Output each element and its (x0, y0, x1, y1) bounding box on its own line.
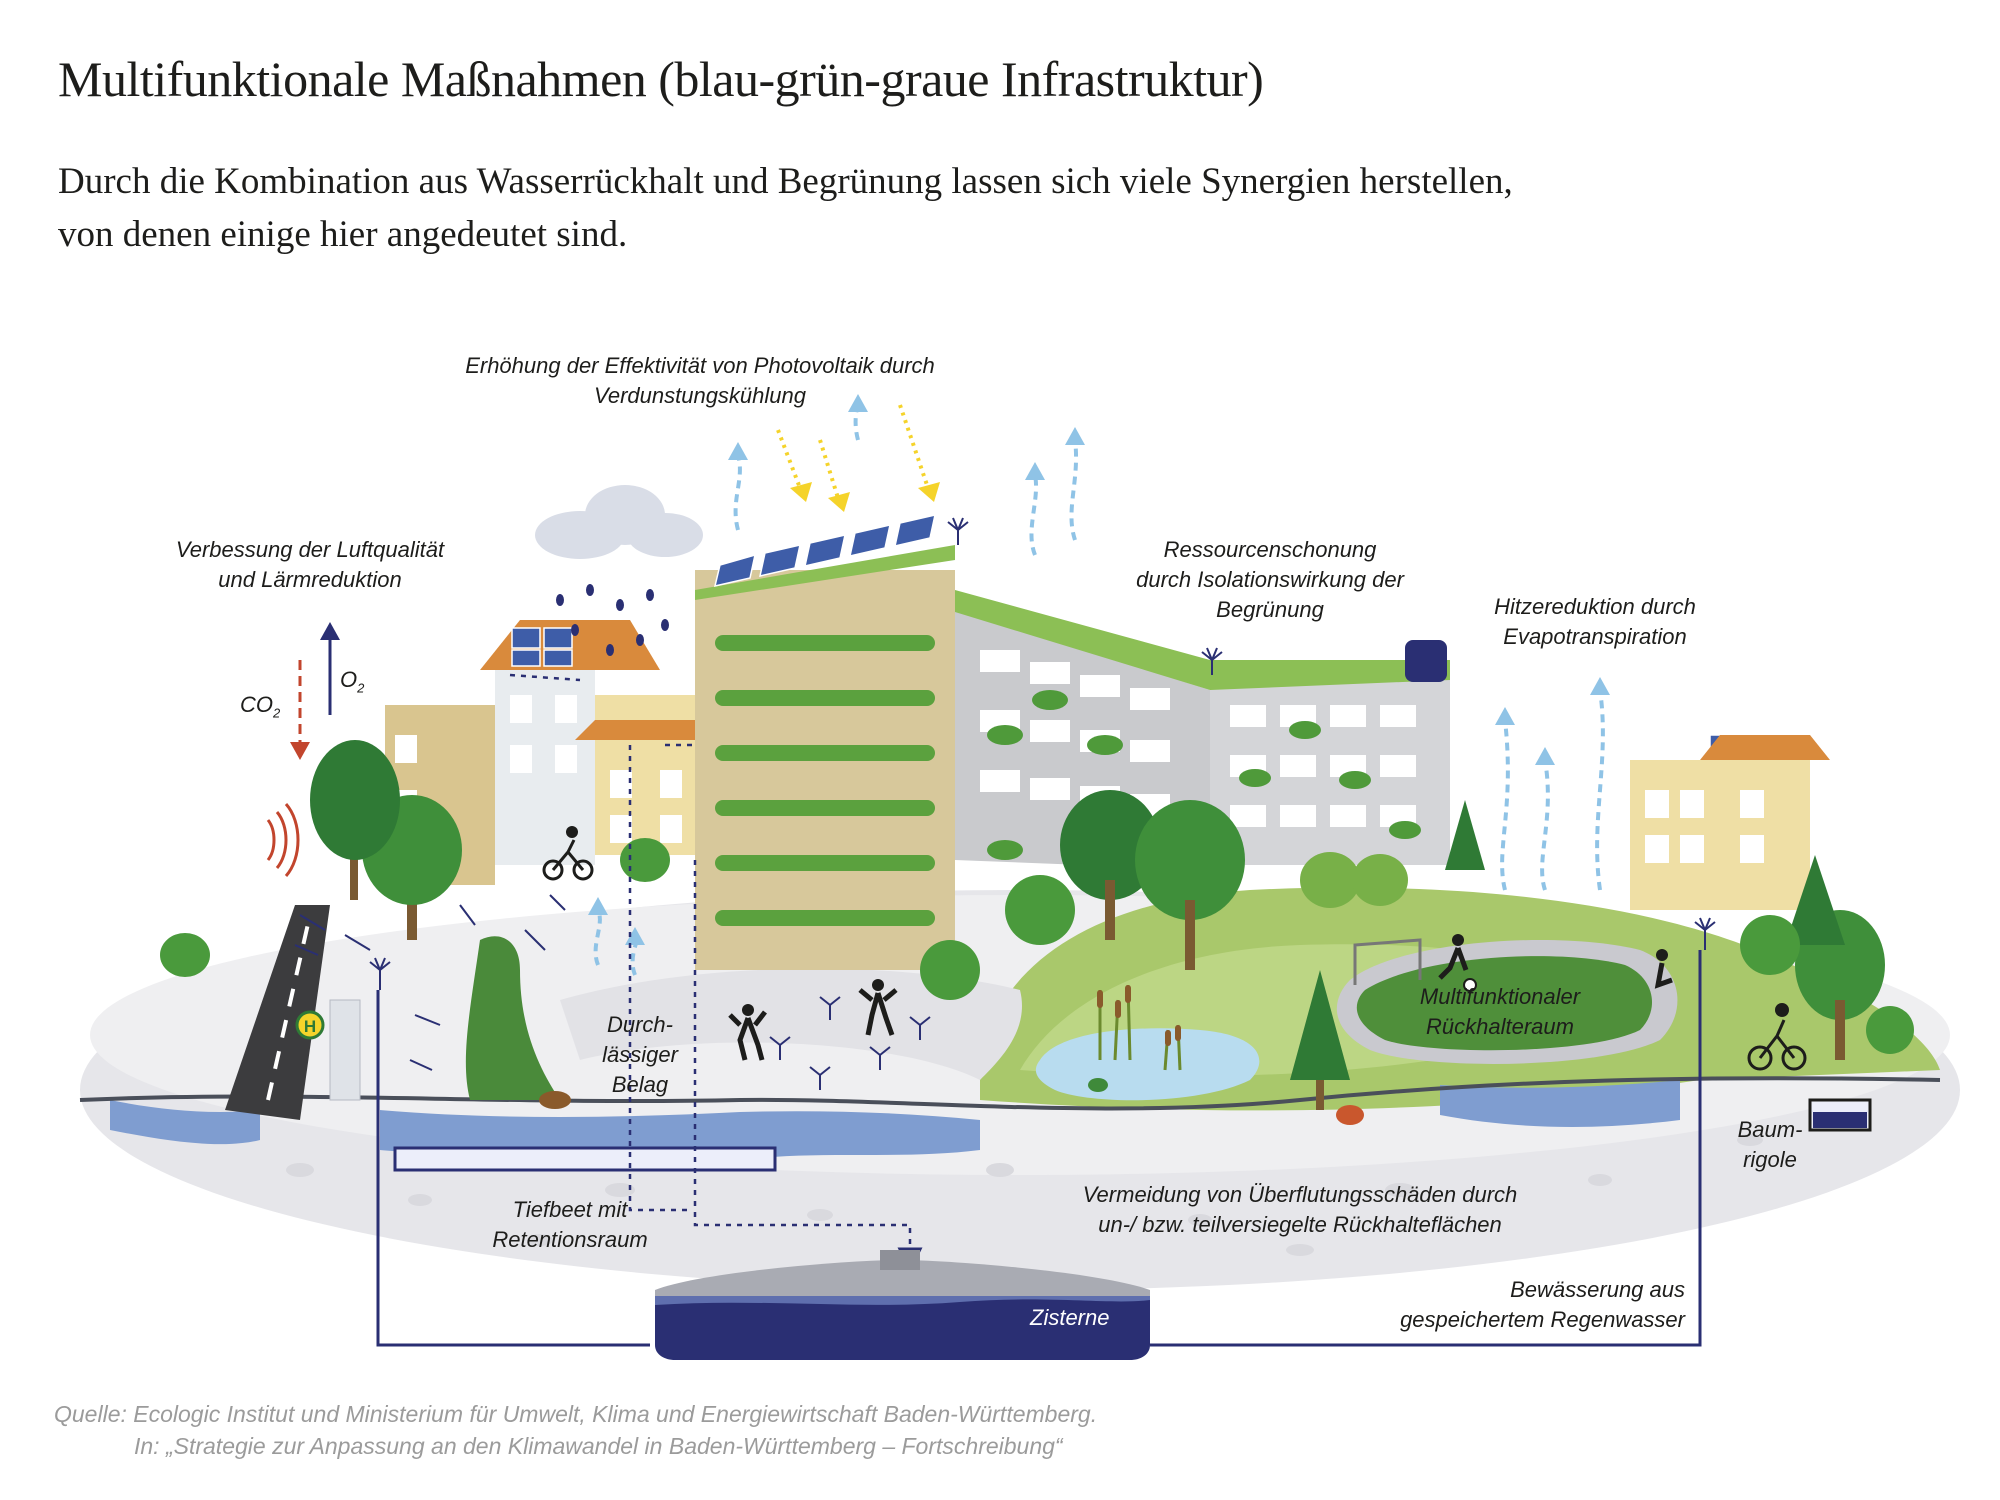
label-baumrigole: Baum- rigole (1737, 1117, 1803, 1172)
cistern-inlet (880, 1250, 920, 1270)
groundwater-left (110, 1100, 260, 1145)
page-title: Multifunktionale Maßnahmen (blau-grün-gr… (58, 51, 1264, 107)
duck-icon (539, 1091, 571, 1109)
label-tiefbeet: Tiefbeet mit Retentionsraum (492, 1197, 648, 1252)
building-orange-gable-roof (575, 720, 695, 740)
label-zisterne: Zisterne (1030, 1305, 1110, 1330)
page-subtitle: Durch die Kombination aus Wasserrückhalt… (58, 155, 1758, 261)
bus-stop-sign (295, 1010, 325, 1040)
cistern-body (655, 1296, 1150, 1360)
facade-plants-grey (987, 690, 1421, 860)
sprinklers (369, 517, 1716, 1090)
groundwater-right (1440, 1080, 1680, 1127)
sun-ray-heads (790, 482, 940, 512)
sun-rays (776, 404, 930, 499)
co2-arrow-head (290, 742, 310, 760)
label-ressourcenschonung: Ressourcenschonung durch Isolationswirku… (1136, 537, 1404, 622)
label-rueckhalteraum: Multifunktionaler Rückhalteraum (1419, 984, 1581, 1039)
green-roof-long (955, 590, 1450, 690)
bus-stop-letter: H (304, 1017, 316, 1036)
tiefbeet-retention-tank (393, 1146, 777, 1172)
facade-green-strips (715, 635, 935, 926)
label-ueberflutung: Vermeidung von Überflutungsschäden durch… (1082, 1182, 1518, 1237)
frog-icon (1088, 1078, 1108, 1092)
squirrel-icon (1336, 1105, 1364, 1125)
label-durchlaessiger-belag: Durch- lässiger Belag (602, 1012, 678, 1097)
evaporation-arrow-heads (588, 394, 1610, 945)
walkway (560, 968, 1022, 1080)
road (225, 905, 330, 1120)
green-roof-tall (695, 545, 955, 600)
bus-stop-shelter (329, 999, 361, 1101)
bioswale (465, 936, 560, 1100)
rain-drops (556, 584, 669, 656)
source-citation: Quelle: Ecologic Institut und Ministeriu… (54, 1401, 1098, 1459)
label-luftqualitaet: Verbessung der Luftqualität und Lärmredu… (175, 537, 445, 592)
retention-basin (1356, 956, 1652, 1051)
cistern-top (655, 1260, 1150, 1300)
soccer-goal (1353, 938, 1422, 985)
subtitle-line-1: Durch die Kombination aus Wasserrückhalt… (58, 161, 1513, 202)
o2-arrow-head (320, 622, 340, 640)
people-icons (728, 934, 1673, 1061)
irrigation-pipe (376, 950, 1702, 1347)
roof-water-tank (1405, 640, 1447, 682)
rain-runoff-arrows (294, 894, 566, 1071)
baumrigole-water (1813, 1112, 1867, 1128)
noise-waves-icon (266, 803, 300, 877)
label-bewaesserung: Bewässerung aus gespeichertem Regenwasse… (1400, 1277, 1685, 1332)
trees (160, 740, 1914, 1110)
cistern-water-surface (655, 1296, 1150, 1305)
solar-panels-tall (713, 514, 936, 587)
label-co2: CO2 (240, 692, 281, 721)
subtitle-line-2: von denen einige hier angedeutet sind. (58, 214, 628, 255)
building-right-roof (1700, 735, 1830, 760)
cattail-heads (1097, 985, 1181, 1046)
label-hitzereduktion: Hitzereduktion durch Evapotranspiration (1494, 594, 1696, 649)
cyclists (566, 826, 1789, 1017)
label-photovoltaik: Erhöhung der Effektivität von Photovolta… (465, 353, 935, 408)
rain-cloud-icon (535, 485, 703, 559)
label-o2: O2 (340, 667, 365, 696)
ground-surface-line (79, 1076, 1941, 1111)
bicycle-icons (542, 839, 1807, 1071)
building-right-windows (1645, 790, 1764, 863)
water-flow-lines (509, 673, 923, 1273)
